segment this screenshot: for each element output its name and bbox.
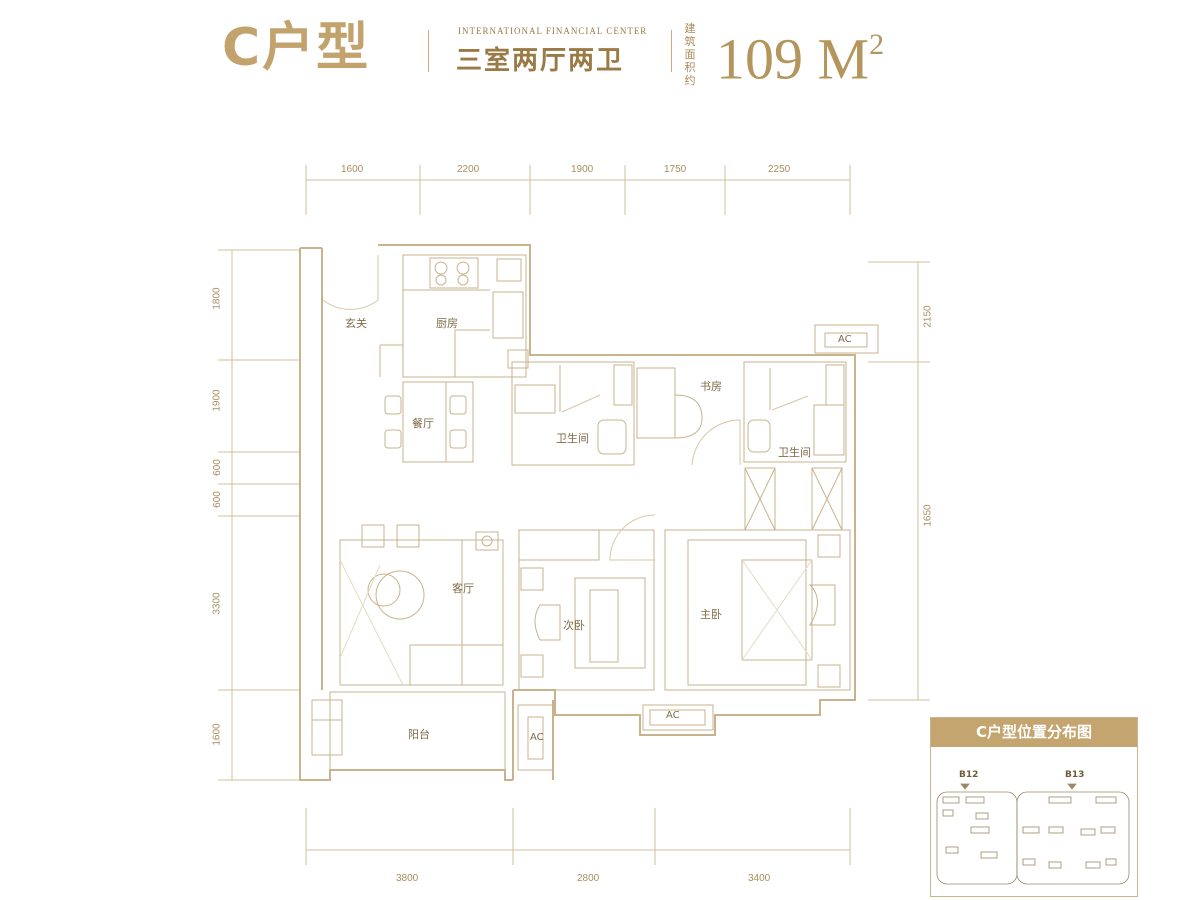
dim-left-4: 600 bbox=[211, 491, 223, 508]
dim-left-5: 3300 bbox=[211, 592, 223, 615]
outer-walls bbox=[299, 244, 856, 781]
area-unit: M bbox=[817, 26, 870, 92]
dim-left-2: 1900 bbox=[211, 389, 223, 412]
area-exponent: 2 bbox=[869, 28, 885, 61]
dim-top-2: 2200 bbox=[457, 164, 480, 175]
bottom-dimension-line bbox=[305, 808, 851, 865]
room-living: 客厅 bbox=[452, 582, 474, 595]
kitchen-walls bbox=[322, 254, 527, 378]
dim-left-3: 600 bbox=[211, 459, 223, 476]
layout-description: 三室两厅两卫 bbox=[456, 46, 625, 76]
second-bedroom bbox=[518, 514, 656, 691]
area-value: 109 M2 bbox=[716, 14, 884, 94]
english-name: INTERNATIONAL FINANCIAL CENTER bbox=[458, 26, 648, 36]
bathroom-2 bbox=[743, 361, 847, 463]
balcony bbox=[311, 691, 506, 771]
building-b12-label: B12 bbox=[959, 770, 979, 780]
room-second-bedroom: 次卧 bbox=[563, 619, 585, 632]
left-dimension-line bbox=[218, 249, 300, 781]
room-entrance: 玄关 bbox=[345, 317, 367, 330]
master-bedroom bbox=[664, 529, 851, 691]
ac-units bbox=[517, 324, 879, 771]
dim-bottom-2: 2800 bbox=[577, 873, 600, 884]
area-label: 建筑面积约 bbox=[684, 22, 696, 87]
bathroom-1 bbox=[507, 349, 635, 466]
dim-top-3: 1900 bbox=[571, 164, 594, 175]
room-balcony: 阳台 bbox=[408, 728, 430, 741]
dim-left-1: 1800 bbox=[211, 287, 223, 310]
room-kitchen: 厨房 bbox=[436, 317, 458, 330]
dim-bottom-3: 3400 bbox=[748, 873, 771, 884]
ac-label-3: AC bbox=[530, 732, 544, 743]
dim-right-1: 2150 bbox=[922, 305, 934, 328]
separator bbox=[428, 30, 429, 72]
study-room bbox=[636, 367, 741, 466]
area-number: 109 bbox=[716, 26, 803, 92]
room-bathroom-2: 卫生间 bbox=[778, 446, 811, 459]
location-map-sketch bbox=[936, 783, 1130, 885]
building-b13-label: B13 bbox=[1065, 770, 1085, 780]
wardrobes bbox=[744, 467, 843, 531]
dim-top-4: 1750 bbox=[664, 164, 687, 175]
top-dimension-line bbox=[305, 165, 851, 215]
living-room bbox=[339, 524, 504, 686]
dim-bottom-1: 3800 bbox=[396, 873, 419, 884]
separator bbox=[671, 30, 672, 72]
dim-top-5: 2250 bbox=[768, 164, 791, 175]
room-dining: 餐厅 bbox=[412, 417, 434, 430]
room-bathroom-1: 卫生间 bbox=[556, 432, 589, 445]
header: C户型 INTERNATIONAL FINANCIAL CENTER 三室两厅两… bbox=[0, 0, 1200, 91]
dim-left-6: 1600 bbox=[211, 723, 223, 746]
dining-table bbox=[384, 381, 474, 463]
ac-label-1: AC bbox=[838, 334, 852, 345]
room-study: 书房 bbox=[700, 380, 722, 393]
location-map-title: C户型位置分布图 bbox=[931, 718, 1137, 747]
location-map: C户型位置分布图 B12 B13 bbox=[930, 717, 1138, 897]
type-title: C户型 bbox=[222, 18, 371, 78]
room-master-bedroom: 主卧 bbox=[700, 608, 722, 621]
dim-right-2: 1650 bbox=[922, 504, 934, 527]
dim-top-1: 1600 bbox=[341, 164, 364, 175]
right-dimension-line bbox=[868, 261, 930, 701]
ac-label-2: AC bbox=[666, 710, 680, 721]
